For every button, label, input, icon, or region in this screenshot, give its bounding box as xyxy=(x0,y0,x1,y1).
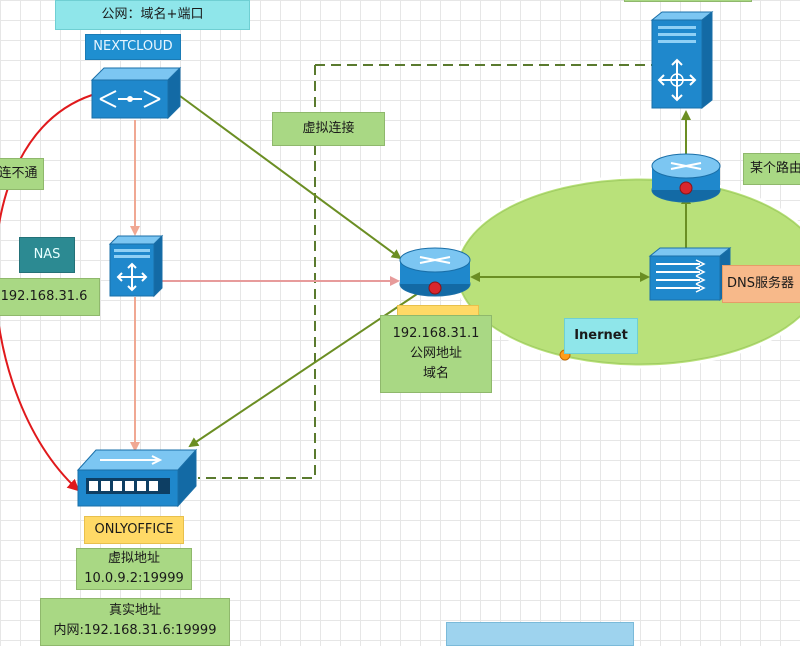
nas-title-box: NAS xyxy=(19,237,75,273)
onlyoffice-label: ONLYOFFICE xyxy=(94,522,174,537)
nas-ip-box: 192.168.31.6 xyxy=(0,278,100,316)
link-nextcloud-router xyxy=(179,95,402,260)
file-server-icon xyxy=(650,10,714,110)
router-ip: 192.168.31.1 xyxy=(392,326,480,341)
nextcloud-label-box: NEXTCLOUD xyxy=(85,34,181,60)
server-icon xyxy=(108,234,164,298)
onlyoffice-label-box: ONLYOFFICE xyxy=(84,516,184,544)
internet-label-box: Inernet xyxy=(564,318,638,354)
dns-server-label: DNS服务器 xyxy=(727,276,794,291)
virtual-link-label: 虚拟连接 xyxy=(302,121,355,136)
some-router-label: 某个路由 xyxy=(750,161,800,176)
public-access-box: 公网：域名+端口 xyxy=(55,0,250,30)
virtual-address-title: 虚拟地址 xyxy=(107,551,160,566)
some-router-box: 某个路由 xyxy=(743,153,800,185)
virtual-address-value: 10.0.9.2:19999 xyxy=(84,571,184,586)
virtual-address-box: 虚拟地址 10.0.9.2:19999 xyxy=(76,548,192,590)
nas-ip: 192.168.31.6 xyxy=(0,289,88,304)
internet-label: Inernet xyxy=(574,328,628,343)
dns-server-box: DNS服务器 xyxy=(722,265,800,303)
top-server-label-box xyxy=(624,0,752,2)
public-access-label: 公网：域名+端口 xyxy=(101,7,204,22)
nas-title: NAS xyxy=(33,247,61,262)
virtual-link-box: 虚拟连接 xyxy=(272,112,385,146)
unreachable-box: 连不通 xyxy=(0,158,44,190)
virtual-link-line xyxy=(198,64,680,479)
unreachable-label: 连不通 xyxy=(0,166,38,181)
router-domain: 域名 xyxy=(422,366,449,381)
router-info-box: 192.168.31.1 公网地址 域名 xyxy=(380,315,492,393)
real-address-title: 真实地址 xyxy=(108,603,161,618)
router-icon xyxy=(399,247,471,297)
real-address-value: 内网:192.168.31.6:19999 xyxy=(53,623,217,638)
nextcloud-label: NEXTCLOUD xyxy=(93,39,173,54)
real-address-box: 真实地址 内网:192.168.31.6:19999 xyxy=(40,598,230,646)
router-public: 公网地址 xyxy=(409,346,462,361)
unreachable-arc xyxy=(0,94,93,492)
switch-icon xyxy=(90,66,182,120)
hub-icon xyxy=(76,448,198,508)
multilayer-switch-icon xyxy=(648,246,732,302)
router-icon xyxy=(651,153,721,203)
bottom-box xyxy=(446,622,634,646)
